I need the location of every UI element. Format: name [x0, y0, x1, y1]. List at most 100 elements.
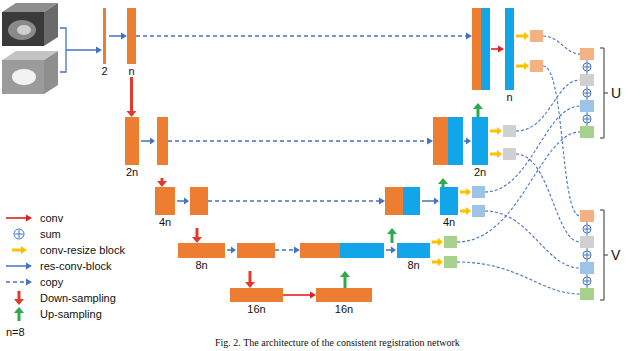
volume-side: [44, 51, 58, 94]
channel-count: n: [128, 65, 134, 77]
legend-entry: copy: [40, 276, 63, 288]
legend-text: sum: [40, 228, 61, 240]
down-sampling-arrow: [157, 178, 167, 187]
caption-holder: Fig. 2. The architecture of the consiste…: [215, 337, 460, 349]
channel-label-row: 8n: [300, 259, 430, 271]
legend-text: copy: [40, 276, 63, 288]
field-square: [580, 236, 594, 248]
connector-line: [249, 271, 252, 282]
arrow-head: [96, 47, 102, 54]
feature-map: [385, 187, 403, 215]
copy-sample: [6, 281, 26, 282]
output-heads: [432, 30, 608, 300]
channel-label-row: 16n: [230, 303, 283, 315]
up-sampling-arrow: [438, 178, 448, 187]
up-sampling-sample: [18, 313, 21, 321]
legend-text: conv-resize block: [40, 244, 125, 256]
feature-map-group: 2: [100, 8, 109, 77]
connector-line: [109, 35, 121, 37]
channel-label-row: 2n: [125, 166, 168, 178]
sum-symbols: [583, 63, 591, 285]
connector-line: [283, 294, 310, 296]
output-square: [472, 186, 485, 198]
feature-map: [230, 288, 283, 302]
feature-map: [440, 187, 458, 215]
input-bracket: [60, 28, 96, 72]
legend-entry: conv: [40, 212, 63, 224]
input-volumes: [2, 3, 102, 94]
volume-detail: [12, 69, 36, 85]
figure-label: n=8: [6, 326, 25, 339]
field-square: [580, 262, 594, 274]
legend-entry: conv-resize block: [40, 244, 125, 256]
sum-plus: [584, 64, 590, 284]
feature-map: [127, 8, 136, 64]
channel-label-row: 4n: [155, 216, 208, 228]
legend-text: Up-sampling: [40, 308, 102, 320]
arrow-head: [150, 138, 471, 254]
down-sampling-arrow: [245, 271, 255, 288]
figure-label: U: [611, 85, 621, 101]
channel-count: n: [506, 91, 512, 103]
feature-map: [472, 8, 481, 90]
arrow-head: [14, 307, 24, 313]
channel-label-row: 4n: [385, 216, 458, 228]
copy-arrow: [275, 247, 300, 254]
feature-map-group: 8n: [300, 243, 430, 271]
feature-map: [505, 8, 514, 90]
conv-arrow: [491, 48, 498, 50]
legend-entry: Down-sampling: [40, 292, 116, 304]
output-square: [472, 205, 485, 217]
feature-map-group: n: [127, 8, 136, 77]
down-sampling-arrow: [192, 228, 202, 243]
feature-map-group: 2n: [125, 117, 168, 178]
channel-label-row: 8n: [178, 259, 275, 271]
feature-map: [433, 117, 448, 165]
connector-line: [136, 35, 466, 36]
arrow-head: [498, 46, 504, 53]
volume-front: [2, 12, 44, 46]
legend-entry: Up-sampling: [40, 308, 102, 320]
volume-side: [44, 3, 58, 46]
channel-label-row: 2n: [433, 166, 488, 178]
label-holder: n=8: [6, 326, 25, 339]
volume-detail: [8, 20, 36, 40]
feature-map: [316, 288, 372, 302]
output-square: [530, 30, 543, 42]
connector-line: [161, 178, 164, 181]
res-conv-sample: [6, 265, 26, 267]
field-square: [580, 48, 594, 60]
feature-map: [472, 117, 488, 165]
feature-map: [103, 8, 106, 64]
arrow-head: [14, 299, 24, 305]
arrow-head: [387, 228, 397, 234]
feature-map: [403, 187, 420, 215]
output-square: [444, 256, 457, 268]
feature-map-group: 4n: [155, 187, 208, 228]
feature-map-group: 16n: [316, 288, 372, 315]
arrow-head: [438, 178, 448, 184]
feature-map-group: 4n: [385, 187, 458, 228]
field-square: [580, 126, 594, 138]
feature-map: [237, 243, 275, 258]
feature-map-group: 8n: [178, 243, 275, 271]
feature-map: [397, 243, 430, 258]
field-square: [580, 288, 594, 300]
arrow-head: [26, 279, 32, 286]
connector-line: [275, 249, 294, 250]
arrow-head: [21, 246, 27, 254]
up-sampling-arrow: [473, 103, 483, 117]
channel-label-row: n: [127, 65, 136, 77]
legend-entry: res-conv-block: [40, 260, 112, 272]
label-holder: V: [611, 247, 620, 263]
arrow-head: [26, 215, 32, 222]
inner-arrows: [141, 46, 504, 254]
legend-samples: [6, 215, 32, 322]
connector-line: [168, 140, 427, 141]
channel-count: 2n: [126, 166, 138, 178]
connector-line: [196, 228, 199, 237]
legend-text: conv: [40, 212, 63, 224]
down-sampling-sample: [18, 291, 21, 299]
channel-count: 2n: [474, 166, 486, 178]
